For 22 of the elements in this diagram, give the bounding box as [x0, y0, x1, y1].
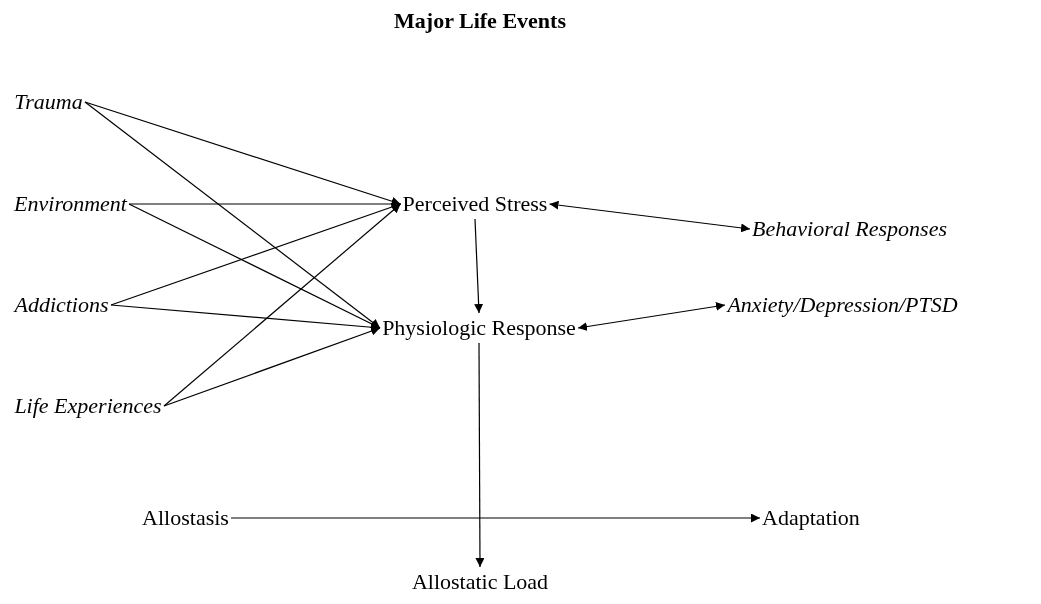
arrow: [163, 203, 402, 407]
node-label: Allostatic Load: [411, 569, 549, 595]
arrow: [84, 101, 402, 206]
arrow: [128, 203, 381, 329]
arrow: [474, 218, 484, 314]
arrow: [475, 342, 485, 568]
node-label: Allostasis: [142, 505, 229, 531]
node-label: Adaptation: [762, 505, 860, 531]
factor-label: Behavioral Responses: [752, 216, 947, 242]
node-label: Perceived Stress: [402, 191, 548, 217]
arrow: [548, 200, 751, 233]
factor-label: Anxiety/Depression/PTSD: [727, 292, 958, 318]
factor-label: Life Experiences: [14, 393, 162, 419]
arrow: [577, 301, 726, 332]
node-label: Physiologic Response: [382, 315, 576, 341]
arrow: [163, 326, 381, 407]
title: Major Life Events: [393, 8, 567, 34]
arrow: [230, 513, 761, 523]
factor-label: Trauma: [14, 89, 83, 115]
factor-label: Addictions: [14, 292, 109, 318]
factor-label: Environment: [14, 191, 127, 217]
arrow: [84, 101, 381, 329]
